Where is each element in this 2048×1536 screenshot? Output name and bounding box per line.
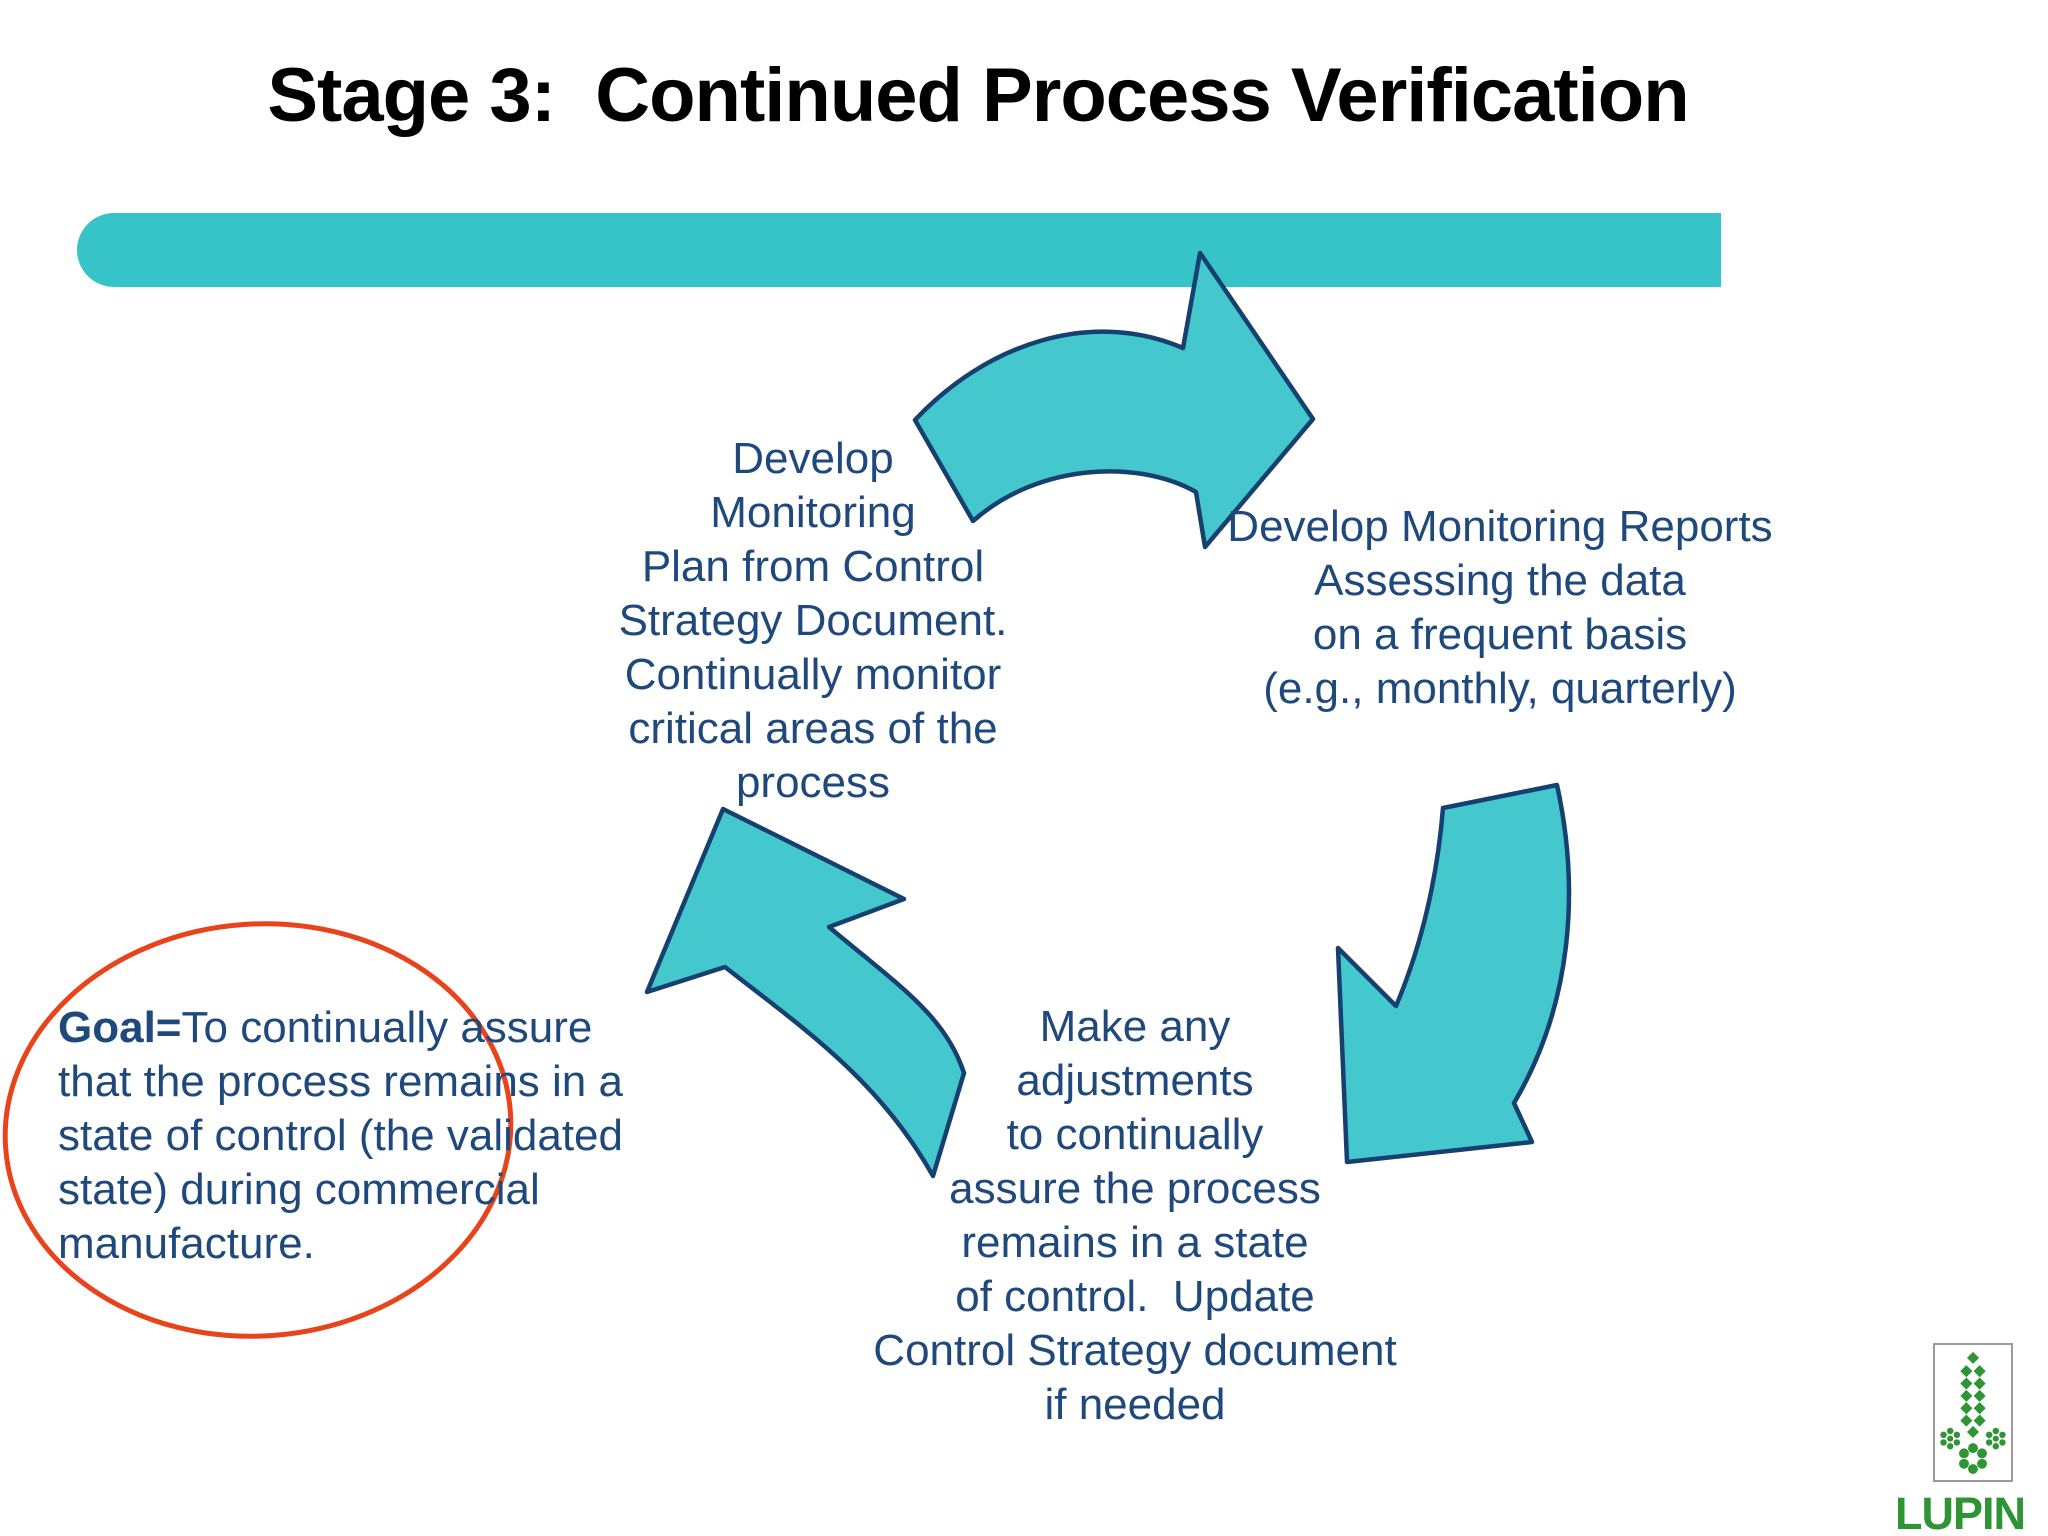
goal-highlight-ellipse — [2, 921, 514, 1339]
cycle-step-develop-reports: Develop Monitoring Reports Assessing the… — [1227, 502, 1773, 713]
curved-arrow-right-icon — [1335, 782, 1572, 1165]
cycle-step-develop-plan: Develop Monitoring Plan from Control Str… — [618, 434, 1008, 807]
goal-statement: Goal=To continually assure that the proc… — [58, 1001, 648, 1271]
cycle-step-make-adjustments: Make any adjustments to continually assu… — [873, 1002, 1397, 1429]
lupin-wordmark: LUPIN — [1895, 1488, 2026, 1536]
lupin-flower-icon — [1940, 1351, 2006, 1474]
goal-text: To continually assure that the process r… — [58, 1003, 623, 1268]
lupin-flower-frame — [1933, 1343, 2013, 1482]
curved-arrow-top-icon — [912, 250, 1316, 550]
goal-label: Goal= — [58, 1003, 182, 1052]
slide-title: Stage 3: Continued Process Verification — [267, 53, 1689, 138]
curved-arrow-left-icon — [644, 806, 967, 1179]
accent-bar — [77, 213, 1721, 287]
